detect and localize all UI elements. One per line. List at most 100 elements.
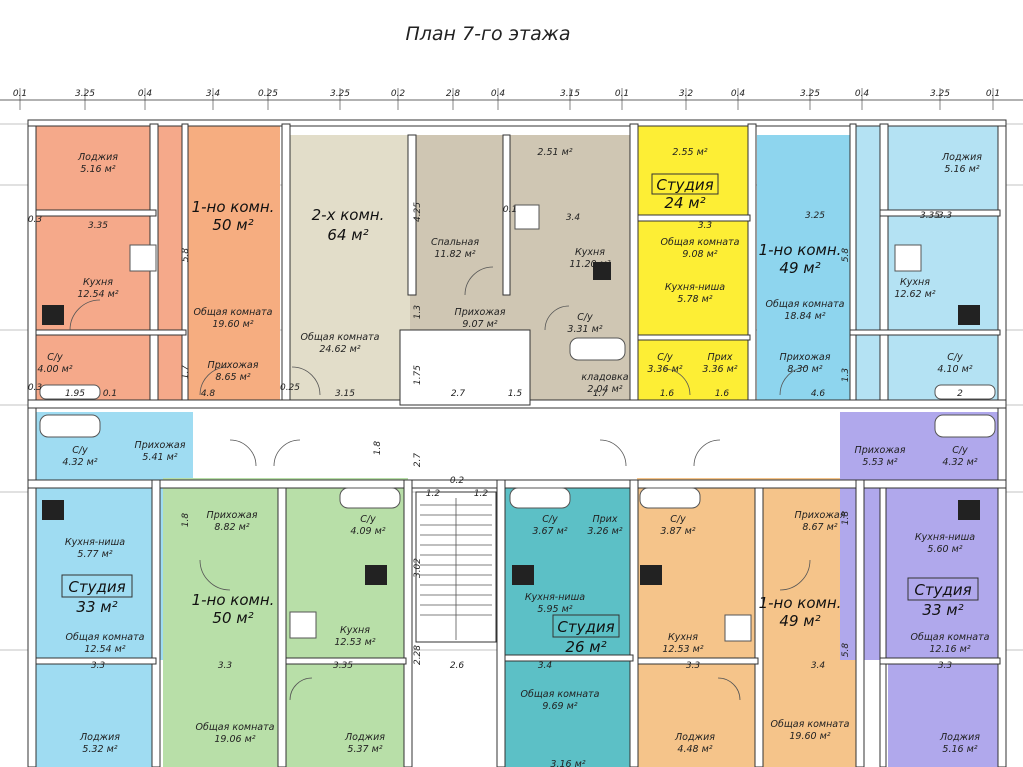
room-area-r34: 3.26 м² xyxy=(587,526,622,537)
room-area-r17: 3.36 м² xyxy=(702,364,737,375)
room-area-r10: 11.20 м² xyxy=(569,259,610,270)
dimension-d45: 1.75 xyxy=(413,365,423,385)
dimension-d27: 1.2 xyxy=(474,489,489,499)
studio-bottom-right-fill xyxy=(840,412,1000,767)
apartment-type-a3: Студия xyxy=(656,176,713,194)
room-name-r44: С/у xyxy=(952,445,968,456)
room-name-r27: Лоджия xyxy=(79,732,120,743)
room-area-r4: 19.60 м² xyxy=(212,319,253,330)
room-name-r1: Лоджия xyxy=(77,152,118,163)
room-name-r5: Прихожая xyxy=(208,360,259,371)
room-area-r11: 3.31 м² xyxy=(567,324,602,335)
room-area-r8: 9.07 м² xyxy=(462,319,497,330)
apartment-area-a5: 33 м² xyxy=(76,598,117,616)
room-area-r27: 5.32 м² xyxy=(82,744,117,755)
dimension-d44: 1.3 xyxy=(841,368,851,383)
dimension-d33: 3.4 xyxy=(538,661,553,671)
dimension-d9: 3.15 xyxy=(335,389,355,399)
dimension-d2: 0.3 xyxy=(28,215,43,225)
room-name-r38: С/у xyxy=(670,514,686,525)
dimension-d14: 1.6 xyxy=(715,389,730,399)
apartment-type-a6: 1-но комн. xyxy=(192,591,275,609)
room-area-r45: 5.60 м² xyxy=(927,544,962,555)
room-area-r44: 4.32 м² xyxy=(942,457,977,468)
room-area-r30: 12.53 м² xyxy=(334,637,375,648)
room-area-r20: 12.62 м² xyxy=(894,289,935,300)
room-name-r43: Прихожая xyxy=(855,445,906,456)
apartment-top-right-fill xyxy=(757,124,1000,404)
room-name-r11: С/у xyxy=(577,312,593,323)
room-area-r40: 12.53 м² xyxy=(662,644,703,655)
room-area-r25: 5.77 м² xyxy=(77,549,112,560)
dimension-d25: 0.2 xyxy=(450,476,465,486)
dimension-d5: 0.1 xyxy=(103,389,117,399)
studio-33-right-badge xyxy=(907,577,979,601)
room-name-r36: Общая комната xyxy=(521,689,600,700)
room-name-r21: С/у xyxy=(947,352,963,363)
room-area-r21: 4.10 м² xyxy=(937,364,972,375)
room-area-r2: 12.54 м² xyxy=(77,289,118,300)
dimension-d41: 1.8 xyxy=(181,513,191,528)
room-area-r1: 5.16 м² xyxy=(80,164,115,175)
room-name-r3: С/у xyxy=(47,352,63,363)
apartment-area-a4: 49 м² xyxy=(779,259,820,277)
dimension-d15: 4.6 xyxy=(811,389,826,399)
studio-24-fill xyxy=(637,124,749,404)
room-name-r33: С/у xyxy=(542,514,558,525)
room-area-r14: 9.08 м² xyxy=(682,249,717,260)
dimension-d46: 0.1 xyxy=(503,205,517,215)
room-name-r39: Прихожая xyxy=(795,510,846,521)
room-name-r4: Общая комната xyxy=(194,307,273,318)
room-name-r34: Прих xyxy=(593,514,618,525)
room-name-r25: Кухня-ниша xyxy=(65,537,125,548)
room-area-r43: 5.53 м² xyxy=(862,457,897,468)
dimension-d38: 5.8 xyxy=(841,248,851,263)
room-name-r7: Спальная xyxy=(431,237,479,248)
dimension-d37: 3.3 xyxy=(938,211,953,221)
dimension-d28: 3.02 xyxy=(413,558,423,578)
room-area-r22: 5.16 м² xyxy=(944,164,979,175)
room-area-r47: 5.16 м² xyxy=(942,744,977,755)
room-name-r12: кладовка xyxy=(581,372,628,383)
dimension-d20: 3.3 xyxy=(698,221,713,231)
room-name-r28: Прихожая xyxy=(207,510,258,521)
room-area-r24: 4.32 м² xyxy=(62,457,97,468)
dimension-d32: 2.6 xyxy=(450,661,465,671)
room-name-r22: Лоджия xyxy=(941,152,982,163)
room-name-r35: Кухня-ниша xyxy=(525,592,585,603)
room-area-r15: 5.78 м² xyxy=(677,294,712,305)
dimension-d30: 3.3 xyxy=(218,661,233,671)
room-name-r30: Кухня xyxy=(340,625,370,636)
room-name-r2: Кухня xyxy=(83,277,113,288)
room-area-r9: 2.51 м² xyxy=(537,147,572,158)
room-area-r26: 12.54 м² xyxy=(84,644,125,655)
door-swings xyxy=(69,266,811,701)
room-name-r41: Общая комната xyxy=(771,719,850,730)
room-name-r24: С/у xyxy=(72,445,88,456)
room-name-r8: Прихожая xyxy=(455,307,506,318)
dimension-d12: 1.7 xyxy=(593,389,608,399)
room-area-r19: 8.30 м² xyxy=(787,364,822,375)
room-area-r3: 4.00 м² xyxy=(37,364,72,375)
room-area-r33: 3.67 м² xyxy=(532,526,567,537)
dimension-d1: 3.35 xyxy=(88,221,108,231)
dimension-d43: 4.25 xyxy=(413,202,423,222)
room-area-r42: 4.48 м² xyxy=(677,744,712,755)
apartment-area-a1: 50 м² xyxy=(212,216,253,234)
room-name-r31: Общая комната xyxy=(196,722,275,733)
room-name-r40: Кухня xyxy=(668,632,698,643)
room-name-r18: Общая комната xyxy=(766,299,845,310)
dimension-d34: 3.3 xyxy=(686,661,701,671)
room-name-r42: Лоджия xyxy=(674,732,715,743)
room-area-r32: 5.37 м² xyxy=(347,744,382,755)
room-area-r6: 24.62 м² xyxy=(319,344,360,355)
room-name-r45: Кухня-ниша xyxy=(915,532,975,543)
room-area-r13: 2.55 м² xyxy=(672,147,707,158)
dimension-d6: 0.3 xyxy=(28,383,43,393)
room-name-r29: С/у xyxy=(360,514,376,525)
room-name-r23: Прихожая xyxy=(135,440,186,451)
dimension-d21: 1.7 xyxy=(181,365,191,380)
